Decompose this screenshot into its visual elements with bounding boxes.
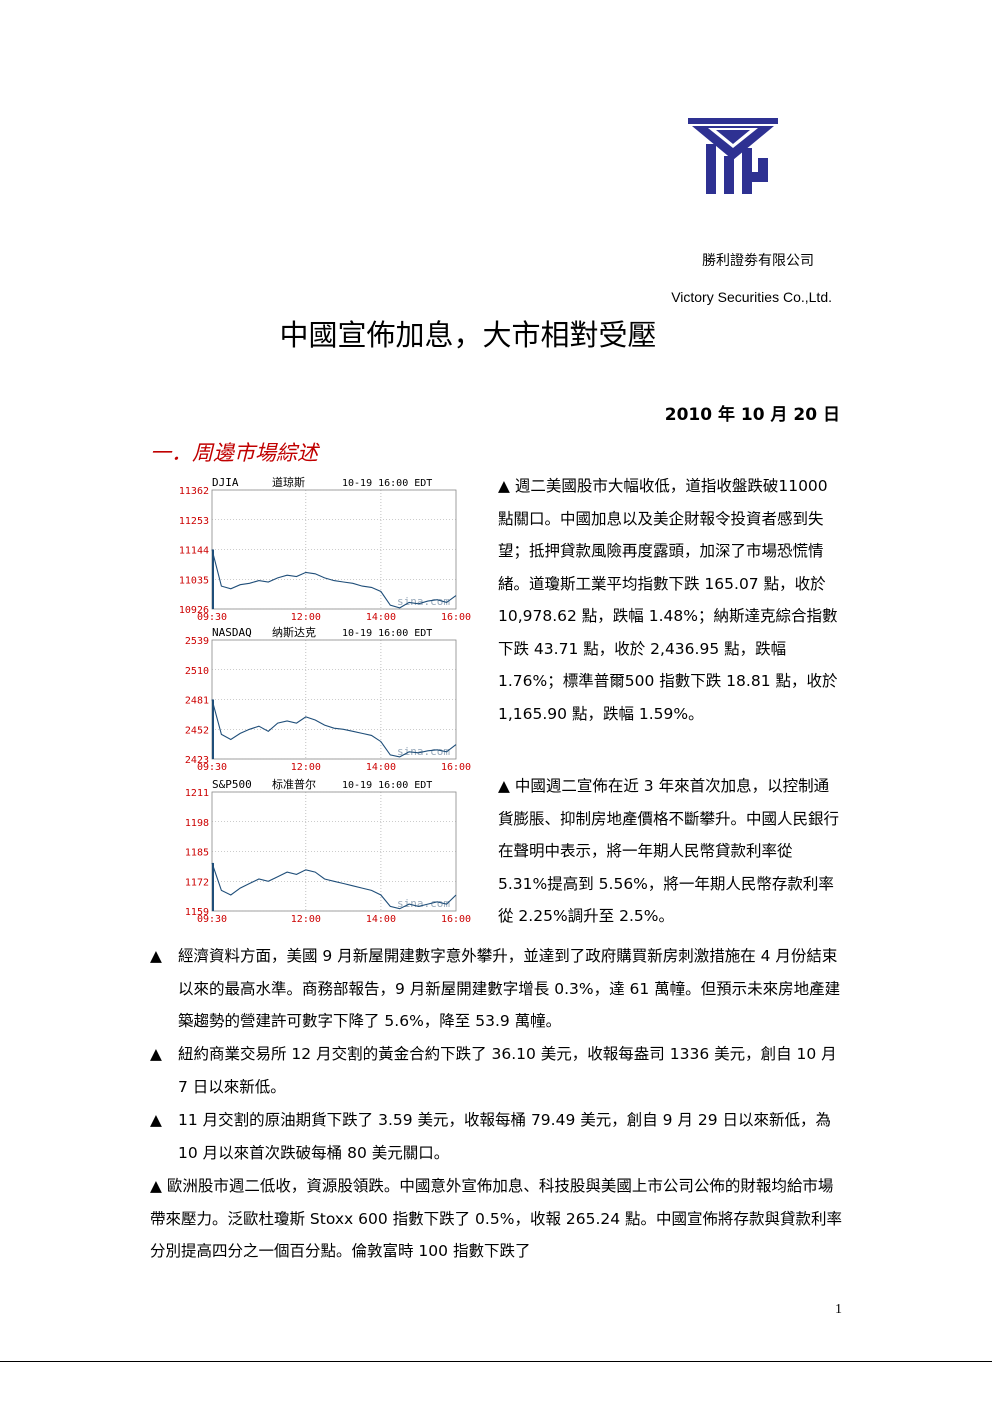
y-tick-label: 11253 (179, 516, 209, 527)
y-tick-label: 10926 (179, 605, 209, 616)
x-tick-label: 09:30 (197, 914, 227, 925)
y-tick-label: 11035 (179, 575, 209, 586)
chart-timestamp: 10-19 16:00 EDT (342, 478, 432, 489)
china-rate-hike-paragraph: ▲ 中國週二宣佈在近 3 年來首次加息，以控制通貨膨脹、抑制房地產價格不斷攀升。… (498, 777, 840, 925)
price-line (211, 549, 457, 609)
y-tick-label: 2481 (185, 696, 209, 707)
y-tick-label: 1159 (185, 907, 209, 918)
y-tick-label: 2539 (185, 636, 209, 647)
chart-watermark: sina.com (397, 595, 450, 608)
x-tick-label: 16:00 (441, 762, 471, 773)
gold-futures-text: 紐約商業交易所 12 月交割的黃金合約下跌了 36.10 美元，收報每盎司 13… (178, 1045, 837, 1096)
footer-divider (0, 1361, 992, 1362)
y-tick-label: 1211 (185, 788, 209, 799)
x-tick-label: 16:00 (441, 612, 471, 623)
europe-market-paragraph: ▲ 歐洲股市週二低收，資源股領跌。中國意外宣佈加息、科技股與美國上市公司公佈的財… (150, 1177, 843, 1260)
victory-securities-logo-icon (688, 118, 778, 194)
crude-oil-text: 11 月交割的原油期貨下跌了 3.59 美元，收報每桶 79.49 美元，創自 … (178, 1111, 832, 1162)
housing-data-text: 經濟資料方面，美國 9 月新屋開建數字意外攀升，並達到了政府購買新房刺激措施在 … (178, 947, 841, 1030)
x-tick-label: 12:00 (291, 612, 321, 623)
housing-data-bullet: ▲ 經濟資料方面，美國 9 月新屋開建數字意外攀升，並達到了政府購買新房刺激措施… (150, 940, 843, 1038)
price-line (211, 862, 457, 910)
chart-name-zh: 纳斯达克 (272, 626, 316, 639)
x-tick-label: 16:00 (441, 914, 471, 925)
chart-watermark: sina.com (397, 897, 450, 910)
nasdaq-intraday-chart: NASDAQ 纳斯达克 10-19 16:00 EDT 2539 2510 2481 245… (185, 626, 471, 773)
y-tick-label: 2510 (185, 666, 209, 677)
company-name-en: Victory Securities Co.,Ltd. (671, 289, 832, 305)
crude-oil-bullet: ▲ 11 月交割的原油期貨下跌了 3.59 美元，收報每桶 79.49 美元，創… (150, 1104, 843, 1169)
x-tick-label: 14:00 (366, 914, 396, 925)
y-tick-label: 2423 (185, 755, 209, 766)
chart-name-zh: 道琼斯 (272, 475, 305, 489)
bullet-triangle-icon: ▲ (150, 947, 162, 965)
chart-symbol: NASDAQ (212, 626, 252, 639)
document-title: 中國宣佈加息，大市相對受壓 (279, 318, 657, 352)
gold-futures-bullet: ▲ 紐約商業交易所 12 月交割的黃金合約下跌了 36.10 美元，收報每盎司 … (150, 1038, 843, 1103)
us-market-paragraph: ▲ 週二美國股市大幅收低，道指收盤跌破11000 點關口。中國加息以及美企財報令… (498, 477, 838, 723)
company-name-zh: 勝利證劵有限公司 (702, 253, 814, 269)
x-tick-label: 09:30 (197, 762, 227, 773)
chart-timestamp: 10-19 16:00 EDT (342, 628, 432, 639)
chart-timestamp: 10-19 16:00 EDT (342, 780, 432, 791)
chart-symbol: DJIA (212, 476, 239, 489)
plot-frame (211, 489, 457, 610)
y-tick-label: 11144 (179, 546, 209, 557)
djia-intraday-chart: DJIA 道琼斯 10-19 16:00 EDT 11362 11253 11144 110… (179, 475, 471, 623)
y-tick-label: 1185 (185, 848, 209, 859)
x-tick-label: 14:00 (366, 762, 396, 773)
bullet-triangle-icon: ▲ (150, 1111, 162, 1129)
x-tick-label: 09:30 (197, 612, 227, 623)
y-tick-label: 11362 (179, 486, 209, 497)
chart-name-zh: 标准普尔 (272, 777, 316, 791)
chart-symbol: S&P500 (212, 778, 252, 791)
report-date: 2010 年 10 月 20 日 (664, 405, 840, 425)
sp500-intraday-chart: S&P500 标准普尔 10-19 16:00 EDT 1211 1198 1185 117… (185, 777, 471, 925)
x-tick-label: 12:00 (291, 914, 321, 925)
plot-frame (211, 639, 457, 760)
y-tick-label: 2452 (185, 725, 209, 736)
section-heading: 一．周邊市場綜述 (150, 441, 318, 465)
x-tick-label: 12:00 (291, 762, 321, 773)
y-tick-label: 1172 (185, 877, 209, 888)
bullet-triangle-icon: ▲ (150, 1045, 162, 1063)
price-line (211, 699, 457, 758)
y-tick-label: 1198 (185, 818, 209, 829)
page-number: 1 (835, 1302, 842, 1317)
x-tick-label: 14:00 (366, 612, 396, 623)
